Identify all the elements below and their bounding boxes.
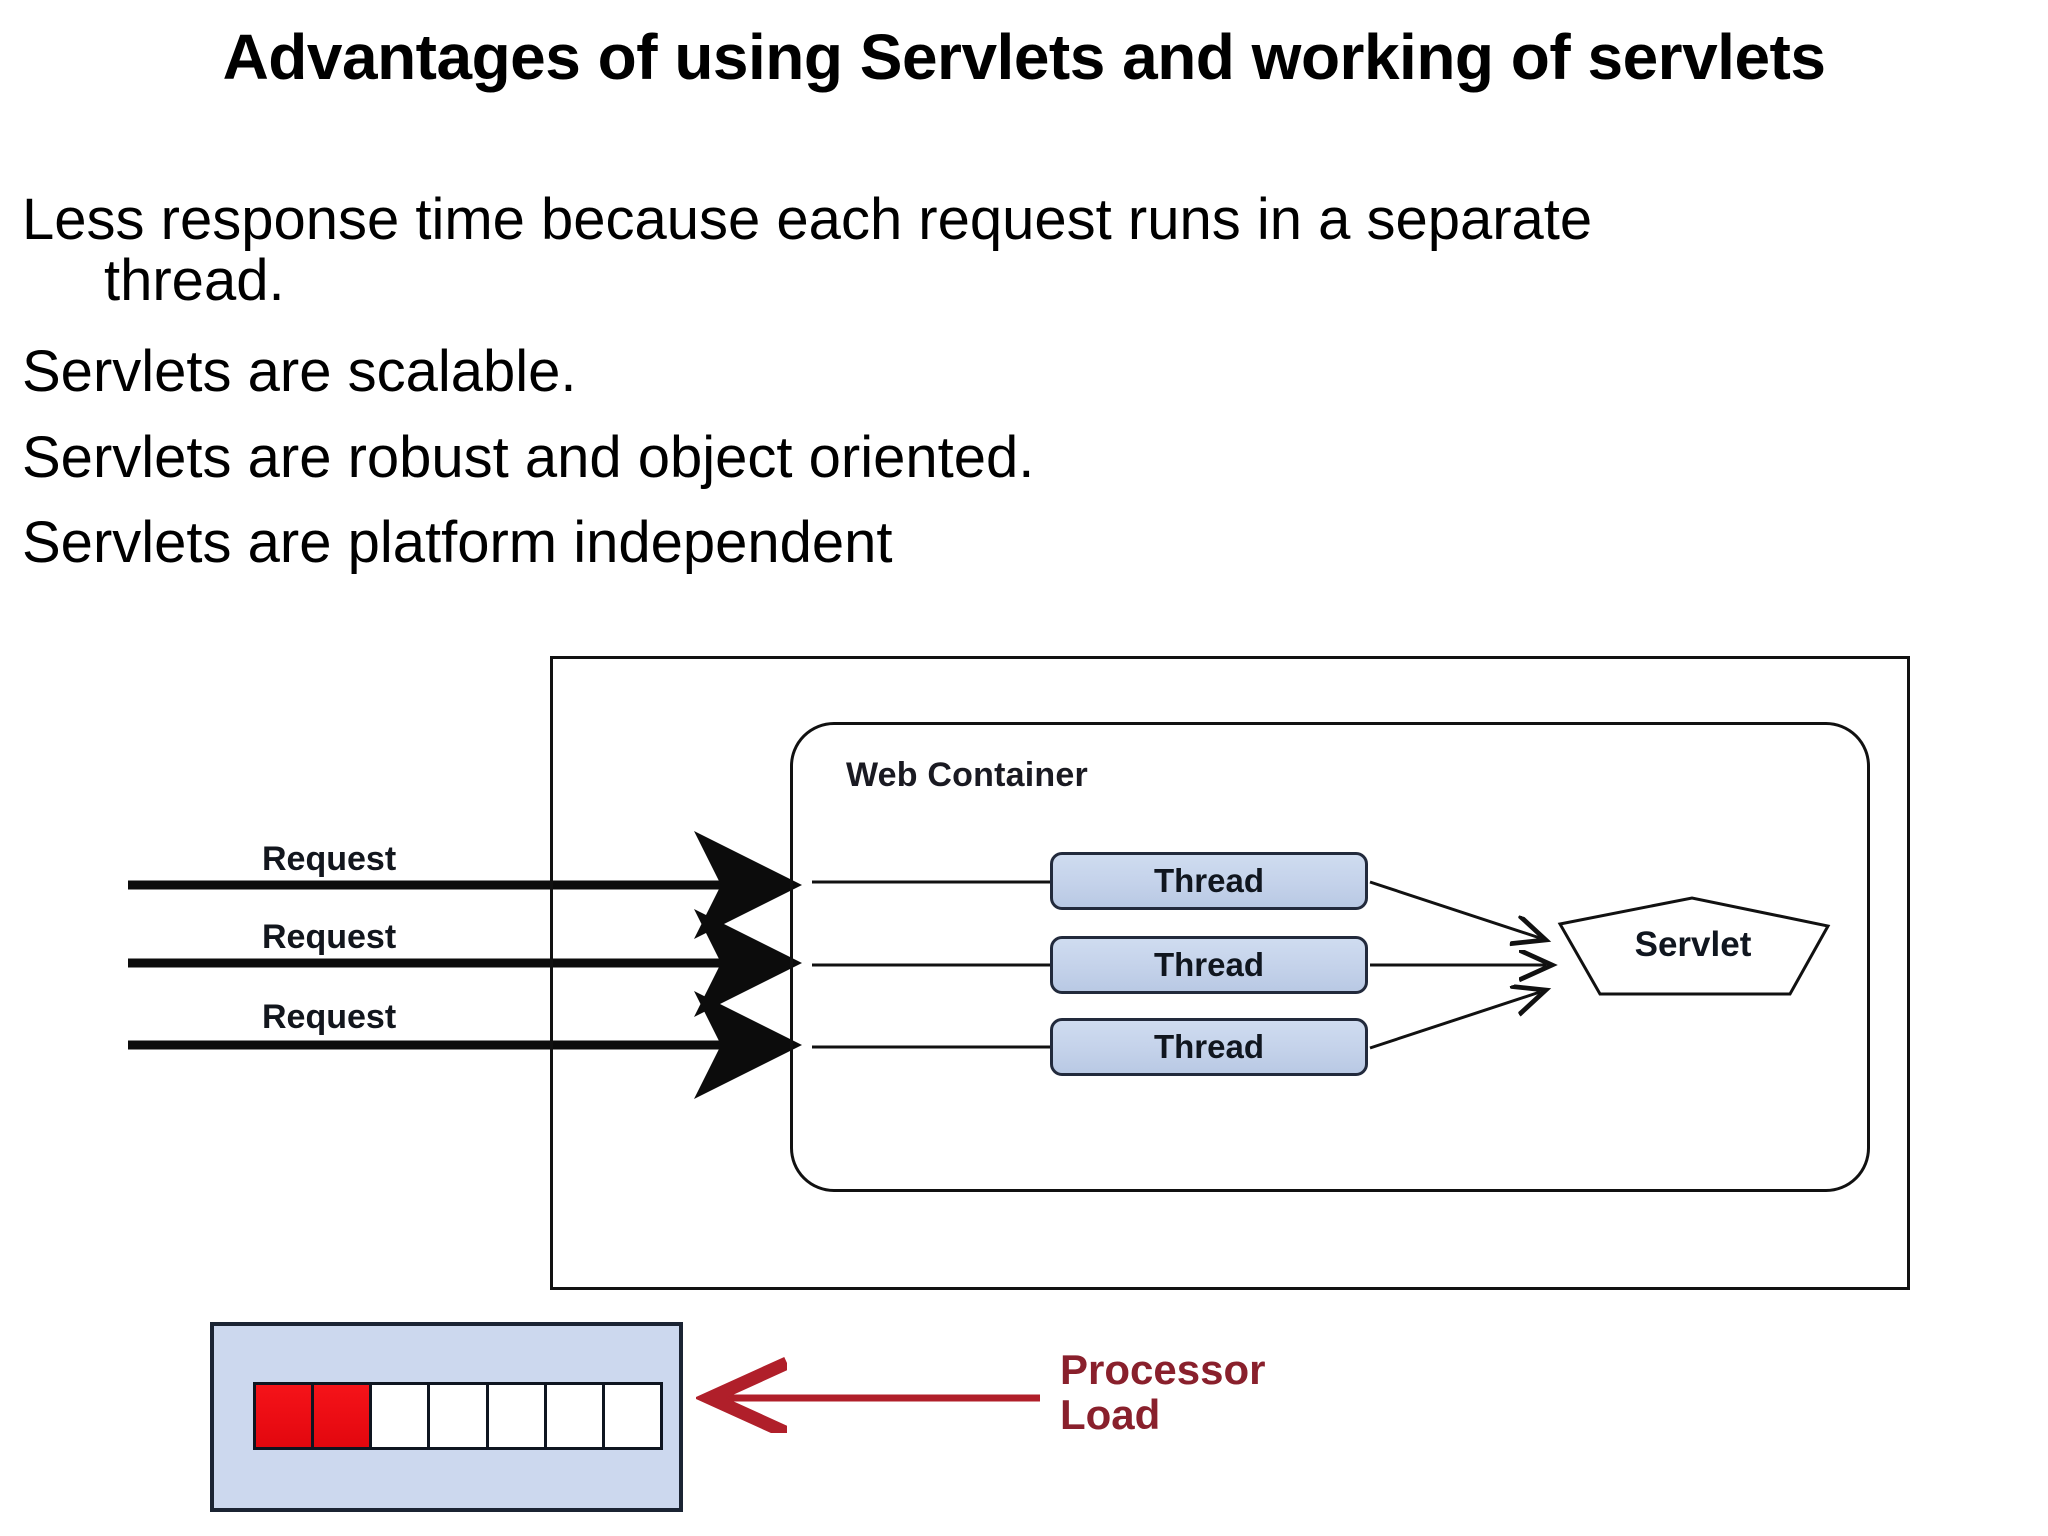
gauge-cell-4: [427, 1382, 486, 1450]
request-label-1: Request: [262, 840, 397, 878]
thread-label-3: Thread: [1153, 1028, 1265, 1065]
request-label-3: Request: [262, 998, 397, 1036]
thread-to-servlet-line-1: [1369, 880, 1540, 938]
gauge-cell-3: [369, 1382, 428, 1450]
processor-load-label: Processor Load: [1060, 1346, 1266, 1438]
bullet-line-1-continued: thread.: [104, 248, 285, 314]
bullet-line-4: Servlets are platform independent: [22, 509, 893, 575]
thread-label-2: Thread: [1153, 946, 1265, 983]
thread-label-1: Thread: [1153, 862, 1265, 899]
request-label-2: Request: [262, 918, 397, 956]
bullet-line-2: Servlets are scalable.: [22, 339, 577, 405]
bullet-list: Less response time because each request …: [22, 188, 1922, 578]
page-title: Advantages of using Servlets and working…: [222, 21, 1826, 93]
servlet-label: Servlet: [1634, 925, 1752, 964]
gauge-cell-6: [543, 1382, 602, 1450]
thread-to-servlet-line-3: [1369, 992, 1540, 1050]
thread-box-3: Thread: [1050, 1018, 1368, 1076]
servlet-shape: [1557, 896, 1831, 996]
web-container-label: Web Container: [846, 756, 1088, 794]
web-container-box: [790, 722, 1870, 1192]
bullet-line-1: Less response time because each request …: [22, 187, 1593, 252]
thread-box-1: Thread: [1050, 852, 1368, 910]
system-boundary-box: [550, 656, 1910, 1290]
thread-box-2: Thread: [1050, 936, 1368, 994]
gauge-cell-1: [253, 1382, 312, 1450]
processor-load-gauge: [253, 1382, 663, 1450]
gauge-cell-7: [601, 1382, 663, 1450]
gauge-cell-2: [311, 1382, 370, 1450]
bullet-line-3: Servlets are robust and object oriented.: [22, 424, 1035, 490]
gauge-cell-5: [485, 1382, 544, 1450]
